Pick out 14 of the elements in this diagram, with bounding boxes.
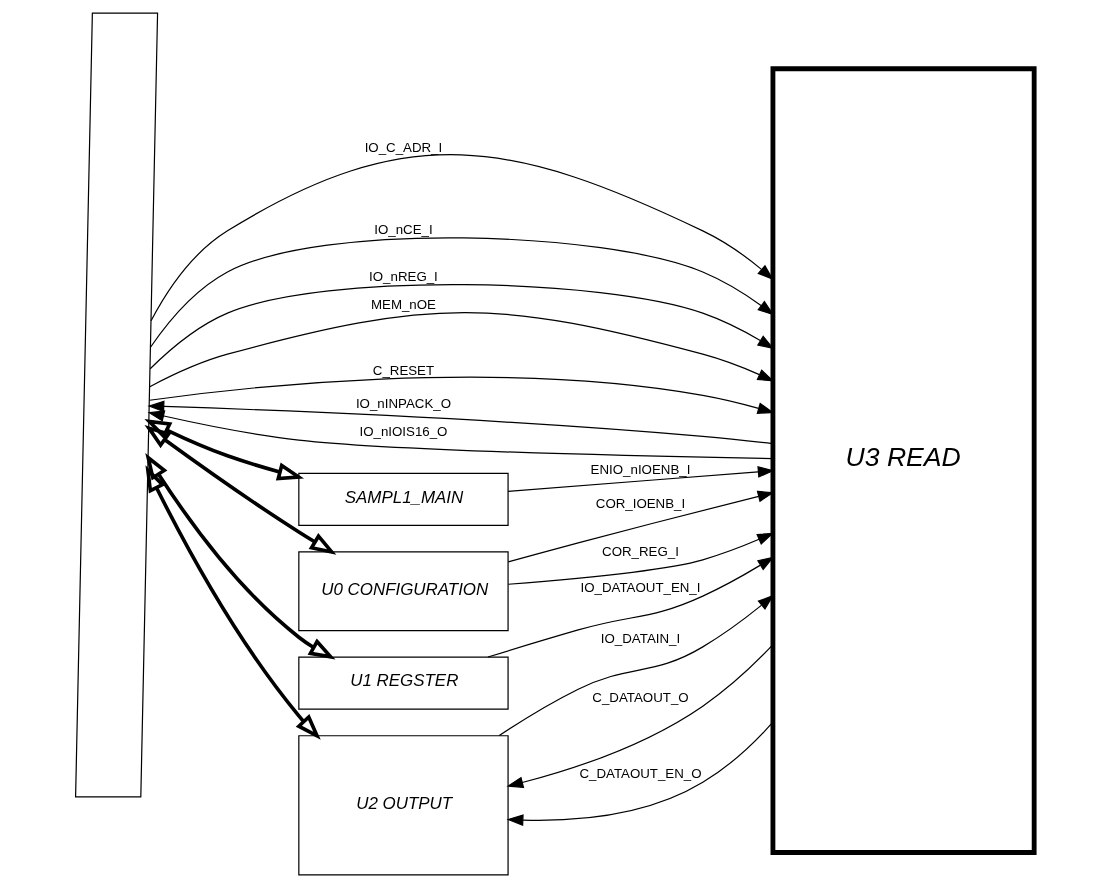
edge-label: C_DATAOUT_O	[592, 690, 689, 706]
edge-label: IO_nINPACK_O	[355, 396, 451, 412]
edge-label: COR_IOENB_I	[595, 495, 686, 511]
edge-label: IO_DATAIN_I	[600, 631, 681, 647]
edge-label: COR_REG_I	[602, 543, 679, 559]
edge-label: MEM_nOE	[370, 297, 436, 313]
edge-label: C_RESET	[372, 362, 435, 378]
edge-label: C_DATAOUT_EN_O	[579, 766, 702, 782]
edge-label: IO_nCE_I	[374, 222, 433, 238]
edge-label: IO_C_ADR_I	[364, 139, 443, 155]
edge-label: IO_nIOIS16_O	[359, 424, 448, 440]
edge-label: IO_nREG_I	[369, 269, 438, 285]
edge-label: ENIO_nIOENB_I	[590, 461, 691, 477]
edge-label: IO_DATAOUT_EN_I	[580, 580, 701, 596]
